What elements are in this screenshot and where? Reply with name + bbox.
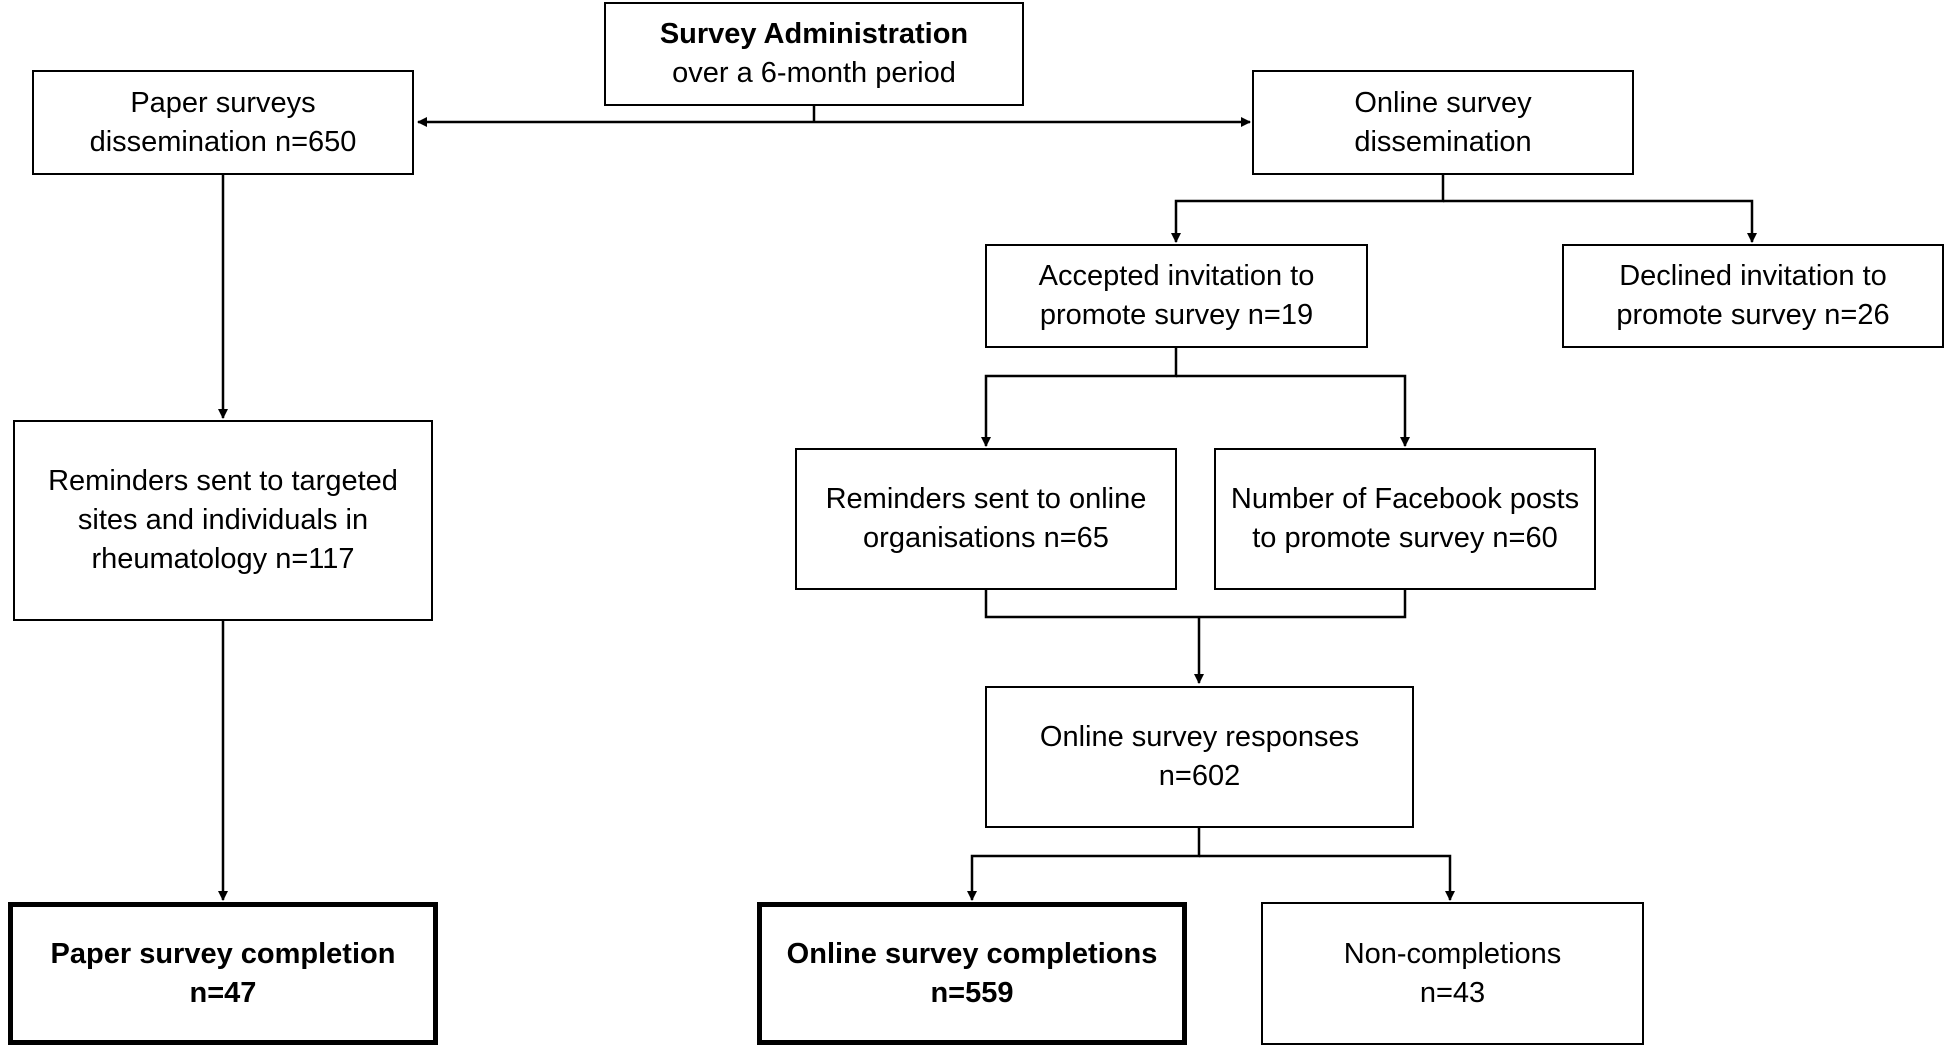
box-line: Online survey <box>1354 86 1532 119</box>
box-line: Paper survey completion <box>50 937 396 970</box>
box-line: Paper surveys <box>130 86 316 119</box>
facebook-posts-box: Number of Facebook posts to promote surv… <box>1214 448 1596 590</box>
declined-invitation-box: Declined invitation to promote survey n=… <box>1562 244 1944 348</box>
box-line: Non-completions <box>1343 937 1562 970</box>
box-line: Online survey completions <box>786 937 1158 970</box>
box-line: sites and individuals in <box>77 504 369 536</box>
paper-completion-box: Paper survey completion n=47 <box>8 902 438 1045</box>
arrow-to-non-completions <box>1199 854 1455 901</box>
box-line: Accepted invitation to <box>1038 260 1315 292</box>
box-line: over a 6-month period <box>672 57 956 89</box>
box-line: n=559 <box>930 976 1014 1009</box>
arrow-to-declined-invitation <box>1443 199 1757 243</box>
online-reminders-box: Reminders sent to online organisations n… <box>795 448 1177 590</box>
non-completions-box: Non-completions n=43 <box>1261 902 1644 1045</box>
box-line: Survey Administration <box>659 18 969 50</box>
paper-reminders-box: Reminders sent to targeted sites and ind… <box>13 420 433 621</box>
online-responses-box: Online survey responses n=602 <box>985 686 1414 828</box>
box-line: n=43 <box>1419 976 1486 1009</box>
box-line: Declined invitation to <box>1619 260 1887 292</box>
box-line: dissemination n=650 <box>89 125 357 158</box>
box-line: rheumatology n=117 <box>91 543 355 575</box>
paper-dissemination-box: Paper surveys dissemination n=650 <box>32 70 414 175</box>
box-line: n=47 <box>189 976 257 1009</box>
box-line: promote survey n=19 <box>1039 299 1314 331</box>
box-line: Reminders sent to online <box>825 483 1147 515</box>
box-line: dissemination <box>1354 125 1532 158</box>
online-dissemination-box: Online survey dissemination <box>1252 70 1634 175</box>
box-line: Online survey responses <box>1039 721 1360 753</box>
box-line: to promote survey n=60 <box>1252 522 1558 554</box>
box-line: organisations n=65 <box>863 522 1109 554</box>
box-line: n=602 <box>1158 760 1241 792</box>
arrow-to-facebook-posts <box>1176 374 1410 447</box>
connector-merge <box>984 590 1407 619</box>
box-line: Number of Facebook posts <box>1230 483 1580 515</box>
accepted-invitation-box: Accepted invitation to promote survey n=… <box>985 244 1368 348</box>
connector-online-split <box>1171 175 1445 243</box>
survey-administration-box: Survey Administration over a 6-month per… <box>604 2 1024 106</box>
connector-accepted-split <box>981 348 1178 447</box>
box-line: promote survey n=26 <box>1616 299 1890 331</box>
connector-responses-split <box>967 828 1201 901</box>
online-completions-box: Online survey completions n=559 <box>757 902 1187 1045</box>
box-line: Reminders sent to targeted <box>48 465 398 497</box>
